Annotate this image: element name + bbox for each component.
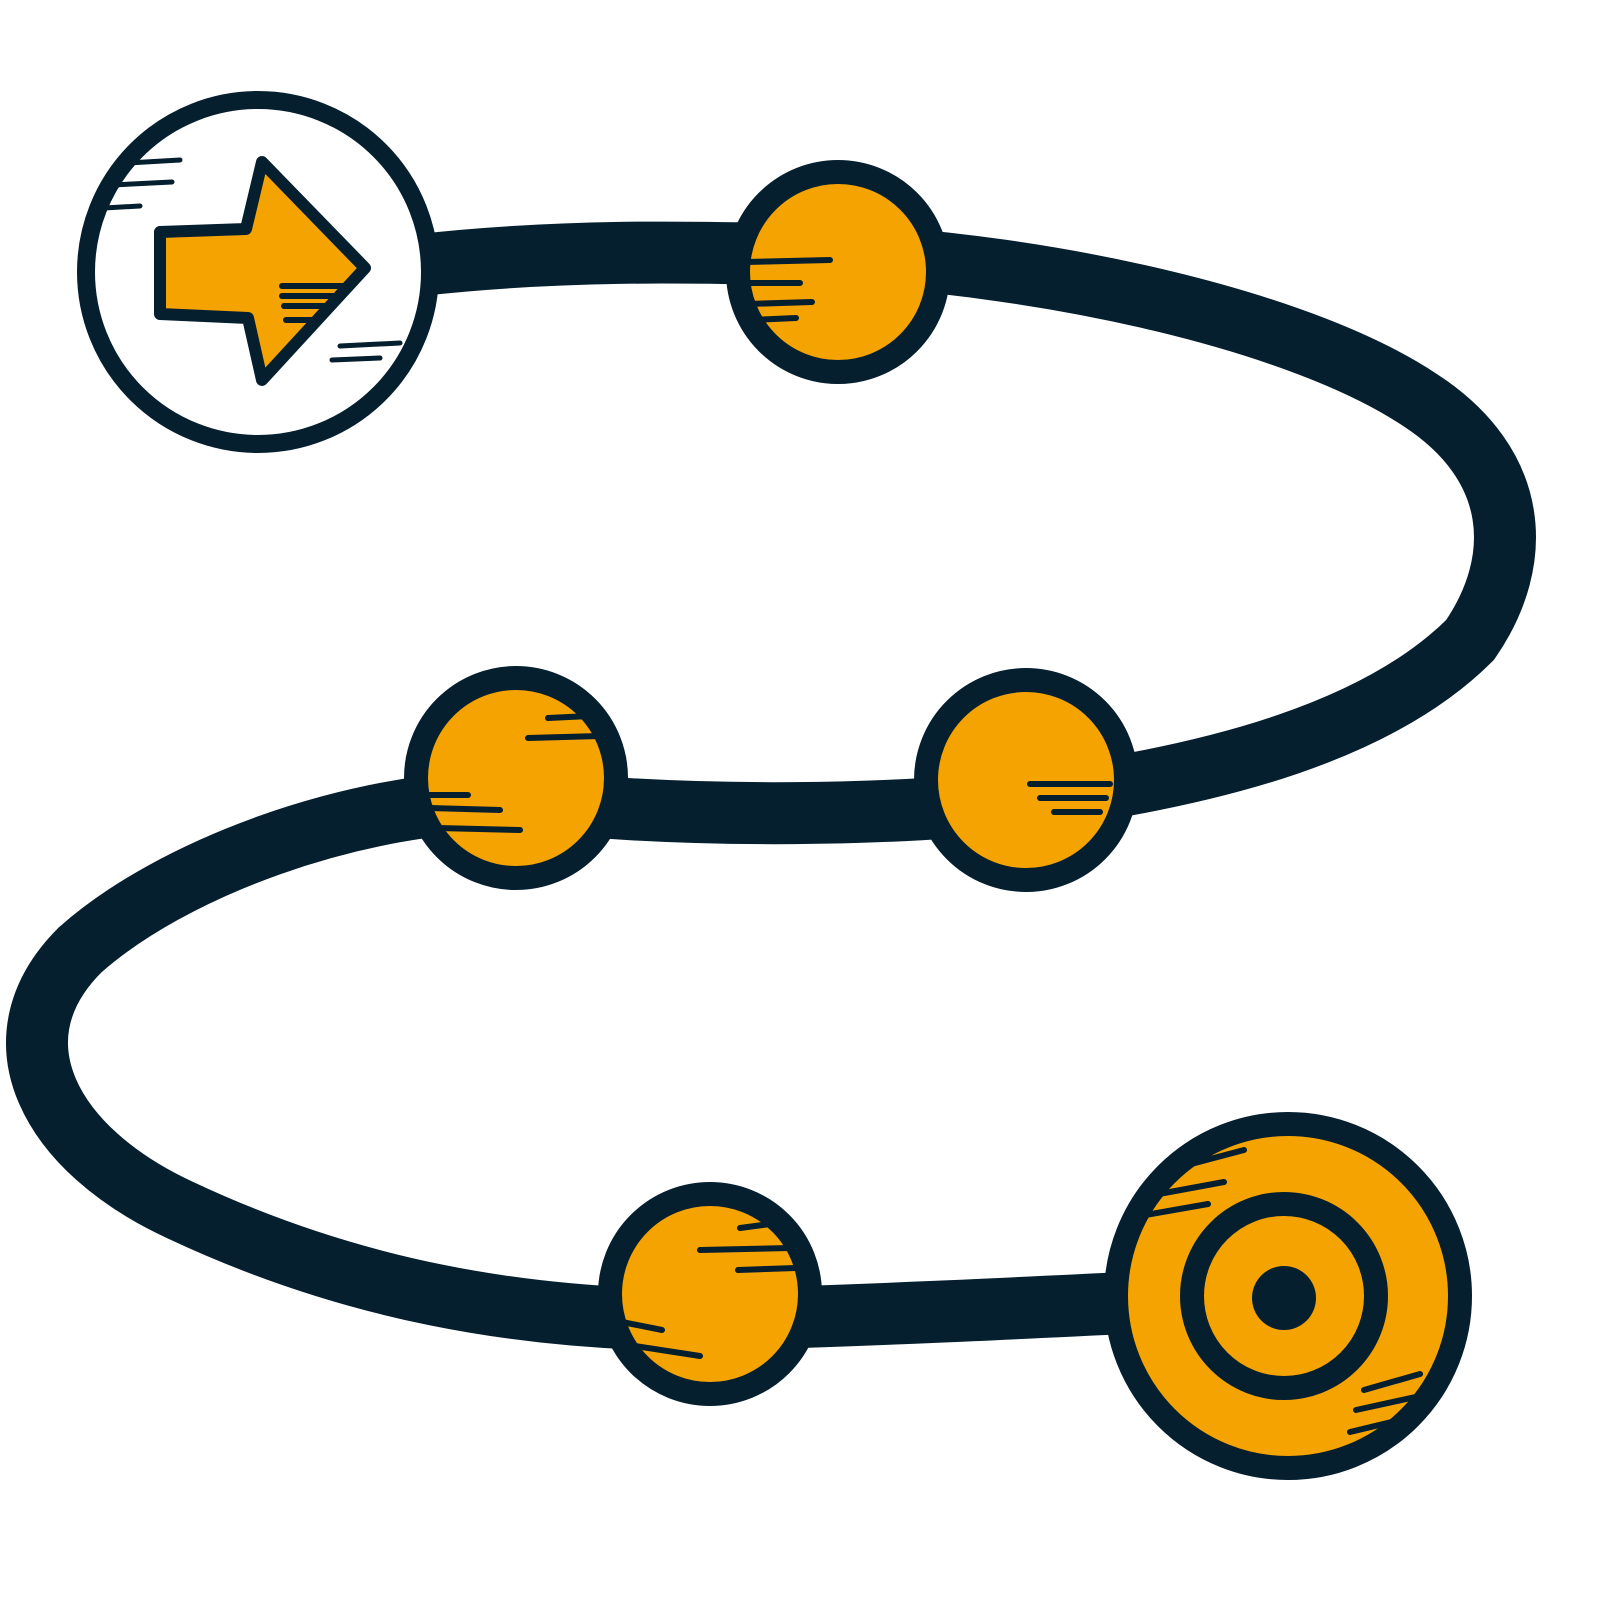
milestone-dot-icon (726, 160, 950, 384)
start-arrow-icon (154, 156, 371, 386)
road-path-outline (6, 221, 1536, 1352)
milestone-dot-icon (404, 666, 628, 890)
target-icon (1104, 1112, 1472, 1480)
start-node (77, 91, 439, 453)
milestone-dot-icon (914, 668, 1138, 892)
start-speed-lines (101, 157, 403, 363)
road-path (6, 221, 1536, 1352)
milestone-dot-icon (598, 1182, 822, 1406)
